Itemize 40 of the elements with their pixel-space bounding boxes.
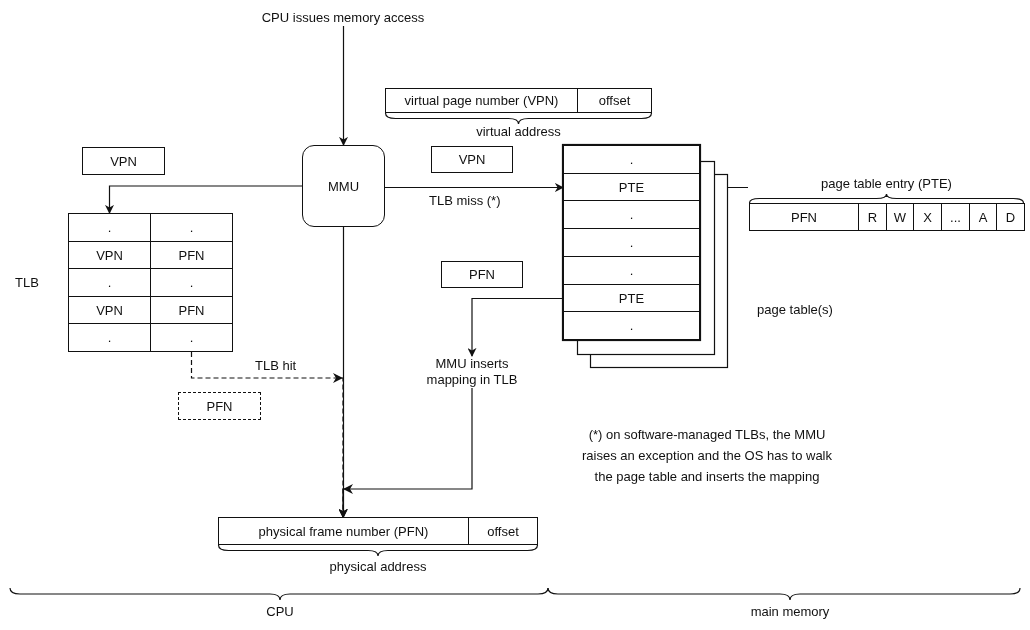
table-cell: . [68,213,151,242]
table-cell: D [996,203,1025,231]
table-cell: . [563,228,700,257]
table-label: page table(s) [756,302,834,318]
step-label: MMU inserts mapping in TLB [418,356,526,388]
table-cell: . [563,256,700,285]
table-cell: PFN [749,203,859,231]
table-cell: virtual page number (VPN) [385,88,578,113]
entry-label: page table entry (PTE) [820,176,953,192]
table-cell: PTE [563,284,700,313]
table-cell: . [150,268,233,297]
value-box: PFN [178,392,261,420]
mmu-box: MMU [302,145,385,227]
table-cell: . [563,145,700,174]
table-cell: . [150,213,233,242]
step-label: CPU issues memory access [258,10,428,26]
table-cell: offset [577,88,652,113]
table-cell: . [68,268,151,297]
table-cell: . [68,323,151,352]
address-label: virtual address [475,124,562,140]
table-cell: W [886,203,914,231]
value-box: VPN [431,146,513,173]
section-label: main memory [749,604,831,620]
table-cell: A [969,203,997,231]
table-cell: PTE [563,173,700,202]
table-label: TLB [14,275,40,291]
table-cell: . [563,311,700,340]
address-label: physical address [328,559,428,575]
edge-label: TLB miss (*) [427,193,503,209]
section-label: CPU [265,604,295,620]
value-box: VPN [82,147,165,175]
table-cell: offset [468,517,538,545]
table-cell: . [150,323,233,352]
table-cell: . [563,200,700,229]
table-cell: physical frame number (PFN) [218,517,469,545]
table-cell: X [913,203,942,231]
value-box: PFN [441,261,523,288]
table-cell: ... [941,203,970,231]
table-cell: R [858,203,887,231]
footnote-text: (*) on software-managed TLBs, the MMU raises an exception and the OS has to walk the page table and inserts the mapping [580,426,833,486]
